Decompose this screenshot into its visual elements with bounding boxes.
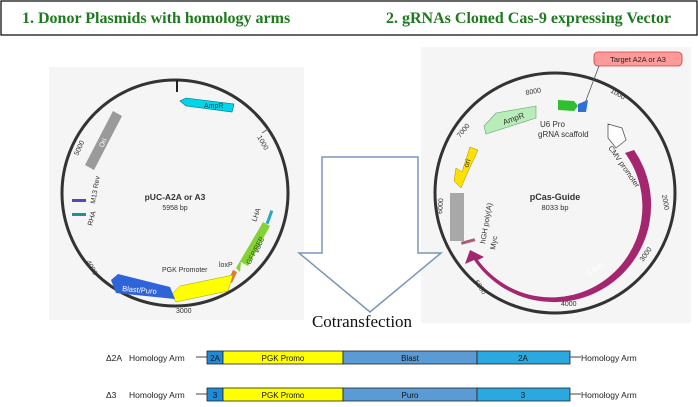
- plasmid1-pgk-label: PGK Promoter: [162, 267, 208, 274]
- plasmid1-m13-mark: [72, 199, 86, 202]
- plasmid1-size: 5958 bp: [162, 205, 187, 212]
- plasmid2-ori-label: ori: [461, 157, 472, 168]
- plasmid2-target-mark: [578, 100, 588, 112]
- plasmid2-u6-label: U6 Pro: [540, 120, 565, 129]
- construct1-seg-a-label: 2A: [210, 354, 220, 363]
- construct2-seg-b-label: 3: [521, 391, 526, 400]
- plasmid2-target-box: [593, 51, 683, 67]
- plasmid1-ampr-arrow: [179, 97, 235, 113]
- plasmid2-tick-label-2000: 2000: [660, 194, 670, 211]
- construct1-seg-res-label: Blast: [401, 354, 420, 363]
- header-item-1: 1. Donor Plasmids with homology arms: [22, 10, 290, 27]
- plasmid1-ori-label: Ori: [98, 137, 108, 149]
- plasmid1-tick-label-3000: 3000: [176, 308, 192, 315]
- plasmid2-cmv-arrow: [607, 123, 627, 149]
- plasmid2-ori-arrow: [453, 146, 479, 189]
- plasmid1-m13-label: M13 Rev: [90, 175, 102, 204]
- plasmid1-backbone: [60, 78, 290, 308]
- plasmid2-target-label: Target A2A or A3: [610, 55, 666, 64]
- construct2-seg-res-label: Puro: [402, 391, 419, 400]
- plasmid2-tick-label-4000: 4000: [561, 301, 577, 308]
- plasmid2-hgh-block: [450, 193, 464, 241]
- header-box: [0, 0, 698, 36]
- construct1-seg-pgk-label: PGK Promo: [262, 354, 305, 363]
- plasmid1-tick-1000: [261, 128, 269, 134]
- plasmid2-size: 8033 bp: [541, 203, 568, 212]
- plasmid1-panel: [49, 67, 304, 320]
- plasmid2-tick-label-8000: 8000: [525, 87, 542, 97]
- plasmid2-target-pointer: [584, 65, 600, 104]
- plasmid1-rha-mark: [72, 213, 86, 216]
- plasmid1-name: pUC-A2A or A3: [145, 192, 206, 202]
- construct2-seg-pgk-label: PGK Promo: [262, 391, 305, 400]
- construct2-right-arm: Homology Arm: [581, 390, 637, 400]
- header-item-2: 2. gRNAs Cloned Cas-9 expressing Vector: [386, 10, 671, 27]
- construct1-left-arm: Homology Arm: [129, 353, 185, 363]
- plasmid1-ampr-label: AmpR: [204, 103, 223, 110]
- plasmid2-tick-label-6000: 6000: [437, 198, 445, 214]
- construct2-label: Δ3: [106, 390, 117, 400]
- construct1-label: Δ2A: [106, 353, 122, 363]
- construct2-seg-a-label: 3: [213, 391, 218, 400]
- plasmid2-ampr-arrow: [483, 105, 537, 135]
- plasmid2-myc-label: Myc: [488, 235, 499, 250]
- construct1-right-arm: Homology Arm: [581, 353, 637, 363]
- plasmid1-ori-arrow: [85, 111, 122, 170]
- cotransfection-arrow: [296, 156, 444, 313]
- construct1-seg-b-label: 2A: [518, 354, 528, 363]
- plasmid2-scaffold-label: gRNA scaffold: [538, 130, 589, 139]
- cotransfection-label: Cotransfection: [312, 312, 413, 331]
- construct2-left-arm: Homology Arm: [129, 390, 185, 400]
- plasmid1-lox-label: loxP: [219, 262, 233, 269]
- plasmid2-myc-mark: [460, 238, 476, 245]
- plasmid2-name: pCas-Guide: [530, 192, 581, 202]
- plasmid2-backbone: [433, 71, 677, 315]
- plasmid2-u6-arrow: [558, 100, 578, 111]
- plasmid1-lha-label: LHA: [251, 207, 262, 223]
- plasmid1-gfp-arrow: [236, 222, 270, 272]
- plasmid1-blast-arrow: [111, 274, 175, 299]
- plasmid1-lha-mark: [265, 210, 274, 225]
- plasmid1-rha-label: RHA: [87, 210, 98, 226]
- plasmid1-blast-label: Blast/Puro: [122, 284, 157, 296]
